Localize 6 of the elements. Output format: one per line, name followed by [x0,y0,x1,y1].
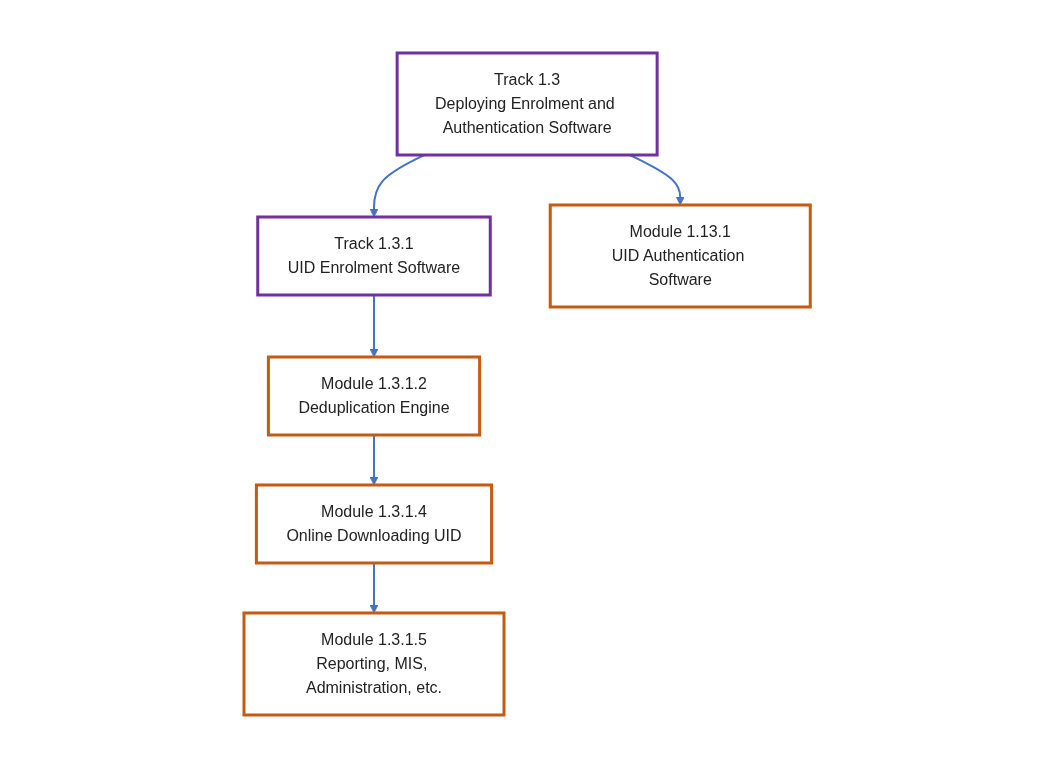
node-box: Module 1.3.1.2 Deduplication Engine [267,355,482,436]
node-box: Module 1.13.1 UID Authentication Software [549,203,813,308]
node-box: Module 1.3.1.4 Online Downloading UID [255,483,494,564]
node-box: Track 1.3 Deploying Enrolment and Authentication Software [396,51,659,156]
node-box: Module 1.3.1.5 Reporting, MIS, Administration, etc. [242,611,506,716]
node-box: Track 1.3.1 UID Enrolment Software [256,215,493,296]
